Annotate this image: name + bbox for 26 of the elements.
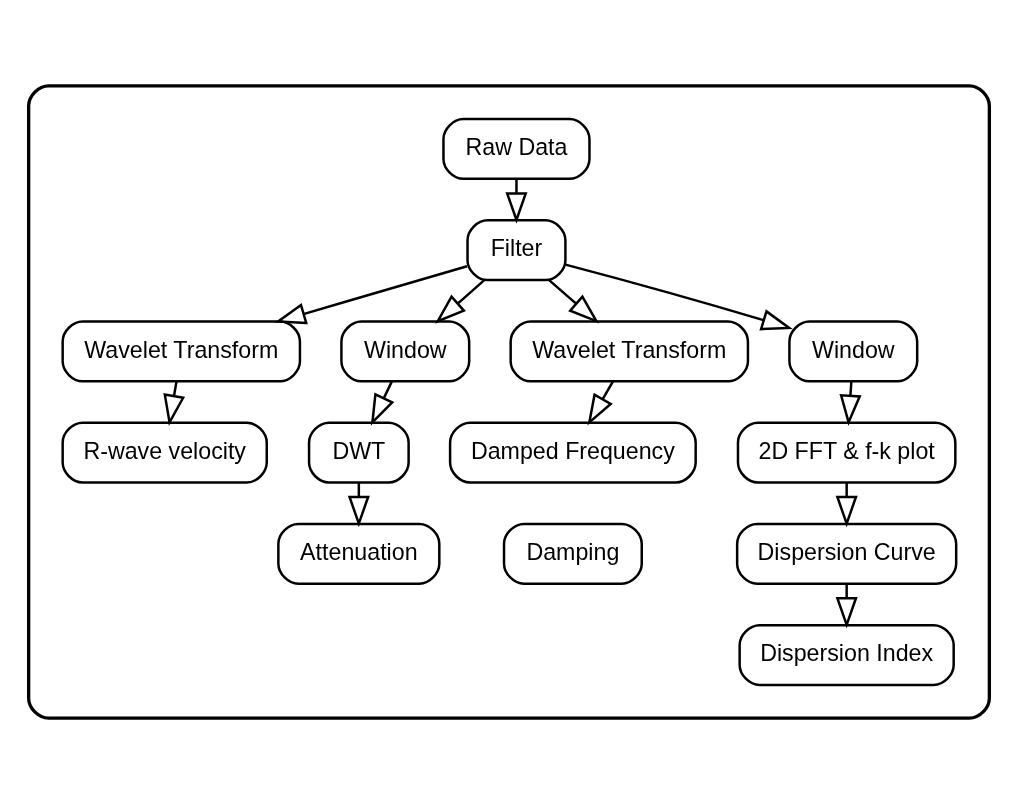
arrow (163, 381, 186, 427)
node-box: 2D FFT & f-k plot (736, 421, 957, 484)
arrow (835, 583, 858, 629)
node-box: Window (340, 320, 471, 383)
node-box: Wavelet Transform (509, 320, 750, 383)
arrow (370, 380, 395, 426)
arrow (434, 279, 486, 324)
arrow (565, 263, 793, 331)
node-box: R-wave velocity (61, 421, 268, 484)
cluster (27, 84, 991, 720)
node-box: Damping (502, 522, 643, 585)
arrow (835, 482, 858, 528)
arrow (505, 178, 528, 224)
node-box: Dispersion Curve (735, 522, 958, 585)
arrow (587, 380, 615, 426)
arrow (548, 279, 600, 324)
node-box: Filter (466, 219, 567, 282)
node-box: Damped Frequency (448, 421, 697, 484)
arrow (839, 381, 862, 427)
arrow (274, 265, 468, 325)
node-box: Attenuation (277, 522, 441, 585)
node-box: DWT (307, 421, 410, 484)
node-box: Wavelet Transform (61, 320, 302, 383)
node-box: Dispersion Index (738, 623, 955, 687)
node-box: Raw Data (442, 117, 591, 181)
node-box: Window (788, 320, 919, 383)
